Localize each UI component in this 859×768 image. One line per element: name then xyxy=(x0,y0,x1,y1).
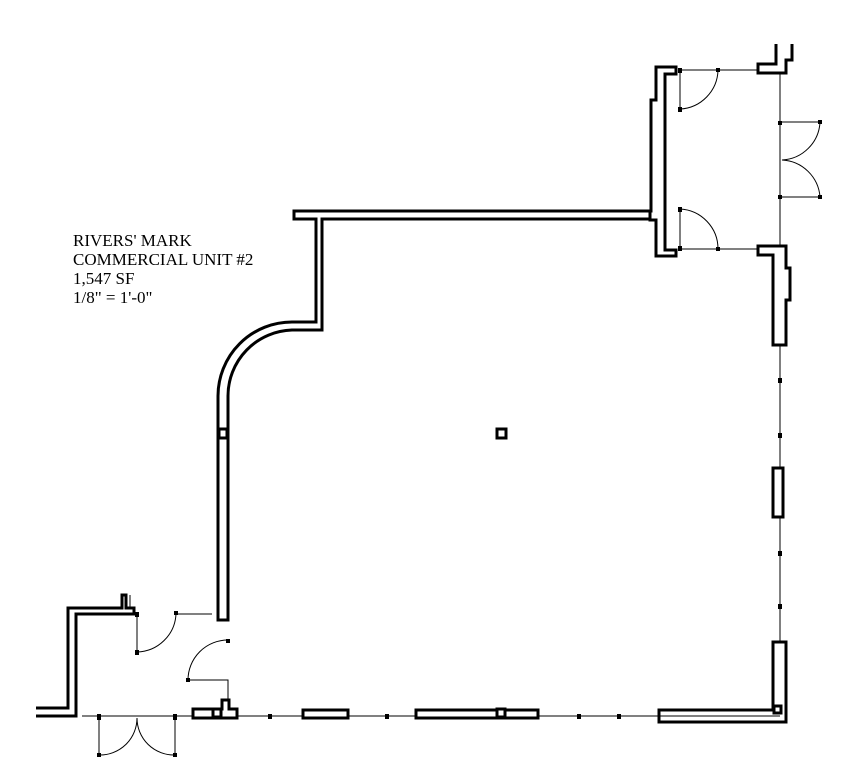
corner-post xyxy=(772,704,783,715)
mullions-right xyxy=(778,121,782,609)
mullions-bottom xyxy=(268,714,621,719)
plan-title-block: RIVERS' MARK COMMERCIAL UNIT #2 1,547 SF… xyxy=(73,231,253,307)
unit-area: 1,547 SF xyxy=(73,269,135,288)
door-swing xyxy=(136,613,212,653)
wall-bottom-2 xyxy=(414,708,540,720)
drawing-scale: 1/8" = 1'-0" xyxy=(73,288,153,307)
wall-right-1 xyxy=(756,244,792,347)
door-swing xyxy=(679,69,719,110)
wall-post xyxy=(495,707,507,719)
wall-post xyxy=(211,707,223,719)
wall-corner xyxy=(657,640,788,724)
door-jambs xyxy=(97,68,822,757)
wall-upper-left xyxy=(216,209,657,622)
wall-vestibule xyxy=(648,65,678,258)
door-swing xyxy=(187,639,229,700)
wall-bottom-1 xyxy=(301,708,350,720)
door-swing xyxy=(679,208,719,250)
project-name: RIVERS' MARK xyxy=(73,231,192,250)
double-door-swing xyxy=(780,121,821,198)
wall-top-right-stub xyxy=(756,44,794,75)
interior-column xyxy=(495,427,508,440)
wall-right-2 xyxy=(771,466,785,519)
wall-lower-left xyxy=(36,593,136,718)
wall-post xyxy=(217,427,229,440)
unit-name: COMMERCIAL UNIT #2 xyxy=(73,250,254,269)
double-door-swing xyxy=(98,717,176,756)
